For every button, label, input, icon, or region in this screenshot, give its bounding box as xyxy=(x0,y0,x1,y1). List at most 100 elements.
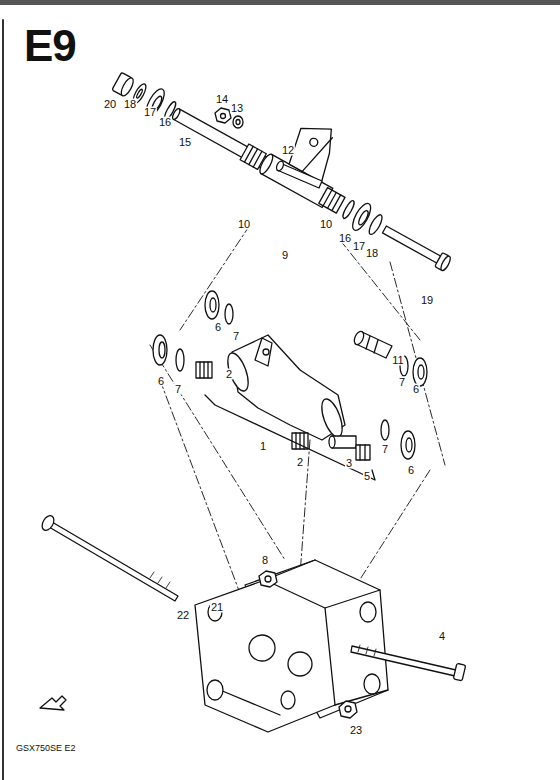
washer xyxy=(236,120,240,125)
callout-number: 19 xyxy=(420,295,434,306)
bracket xyxy=(257,108,357,208)
assembly-line xyxy=(180,225,250,330)
mounting-bracket xyxy=(249,635,275,661)
needle-bearing xyxy=(196,362,212,378)
nut xyxy=(339,701,357,718)
front-arrow xyxy=(40,696,66,710)
cushion-lever xyxy=(318,396,347,439)
front-arrow xyxy=(40,696,66,710)
bolt xyxy=(49,522,178,601)
needle-bearing xyxy=(364,445,365,460)
assembly-line xyxy=(150,225,445,620)
bracket xyxy=(257,152,275,175)
callout-number: 3 xyxy=(345,458,353,469)
assembly-line xyxy=(340,240,420,340)
mounting-bracket xyxy=(281,691,295,709)
nut xyxy=(119,76,136,97)
pin xyxy=(275,160,284,172)
bolt xyxy=(382,226,440,263)
scan-edge xyxy=(0,0,560,5)
cushion-lever xyxy=(224,335,347,440)
seal xyxy=(159,342,165,358)
bolt xyxy=(40,514,178,601)
group-bracket xyxy=(205,395,375,480)
callout-number: 20 xyxy=(103,99,117,110)
bolt xyxy=(358,645,376,656)
washer xyxy=(341,199,356,219)
washer xyxy=(225,304,233,324)
nut xyxy=(215,108,231,123)
callout-number: 15 xyxy=(178,137,192,148)
seal xyxy=(357,209,370,226)
needle-bearing xyxy=(359,445,360,460)
callout-number: 16 xyxy=(158,117,172,128)
bracket xyxy=(302,133,332,176)
mounting-bracket xyxy=(220,690,280,715)
callout-number: 6 xyxy=(214,322,222,333)
nut xyxy=(265,576,271,582)
callout-number: 10 xyxy=(319,219,333,230)
needle-bearing xyxy=(253,151,262,167)
cushion-lever xyxy=(255,338,272,366)
bolt xyxy=(351,646,456,676)
callout-number: 21 xyxy=(210,602,224,613)
bolt xyxy=(40,514,57,533)
pin xyxy=(275,160,322,188)
callout-number: 14 xyxy=(215,94,229,105)
washer xyxy=(381,420,389,440)
callout-number: 18 xyxy=(365,248,379,259)
washer xyxy=(367,213,385,236)
callout-number: 13 xyxy=(230,103,244,114)
callout-number: 17 xyxy=(143,107,157,118)
washer xyxy=(176,349,184,371)
needle-bearing xyxy=(199,362,200,378)
upper-pivot-assembly xyxy=(109,27,478,278)
pivot-pin xyxy=(171,108,181,121)
mounting-bracket xyxy=(195,560,388,732)
washer xyxy=(233,116,243,128)
callout-number: 7 xyxy=(232,331,240,342)
washer xyxy=(233,116,243,128)
spacer xyxy=(366,336,370,349)
mounting-bracket xyxy=(360,602,376,622)
needle-bearing xyxy=(319,188,345,213)
callout-number: 6 xyxy=(412,384,420,395)
mounting-bracket xyxy=(335,690,388,705)
callout-number: 10 xyxy=(237,219,251,230)
needle-bearing xyxy=(196,362,212,378)
needle-bearing xyxy=(332,195,341,211)
bolt xyxy=(453,663,465,681)
cushion-lever xyxy=(263,349,269,355)
needle-bearing xyxy=(295,433,296,449)
callout-number: 12 xyxy=(281,145,295,156)
nut xyxy=(221,114,226,119)
bolt xyxy=(381,222,453,271)
seal xyxy=(143,86,168,118)
seal xyxy=(153,335,167,365)
needle-bearing xyxy=(207,362,208,378)
seal xyxy=(406,438,412,452)
bracket xyxy=(308,137,319,148)
needle-bearing xyxy=(319,188,345,213)
mounting-bracket xyxy=(207,680,223,700)
needle-bearing xyxy=(292,433,308,449)
bolt xyxy=(439,255,452,272)
seal xyxy=(413,358,427,386)
seal xyxy=(205,291,219,319)
callout-number: 7 xyxy=(381,444,389,455)
needle-bearing xyxy=(299,433,300,449)
spacer xyxy=(352,330,365,346)
callout-number: 22 xyxy=(176,610,190,621)
callout-number: 1 xyxy=(259,441,267,452)
callout-number: 4 xyxy=(438,631,446,642)
washer xyxy=(136,89,143,99)
pin xyxy=(277,163,322,188)
callout-number: 2 xyxy=(225,369,233,380)
callout-number: 16 xyxy=(338,233,352,244)
callout-number: 8 xyxy=(261,555,269,566)
nut xyxy=(345,706,351,712)
callout-number: 11 xyxy=(391,355,404,366)
figure-code: GSX750SE E2 xyxy=(16,744,76,753)
